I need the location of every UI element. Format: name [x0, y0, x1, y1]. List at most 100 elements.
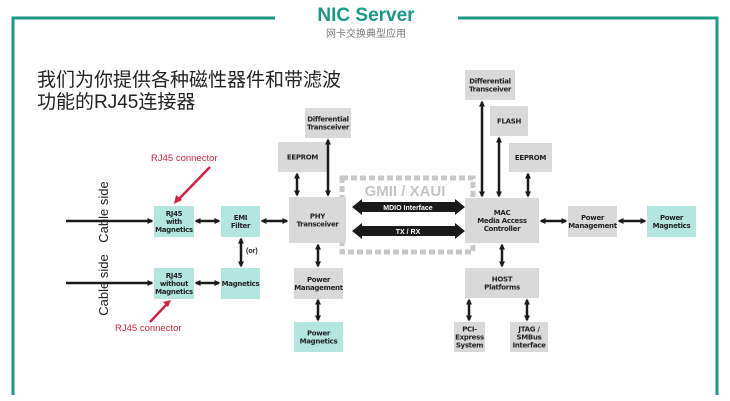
- frame: [11, 16, 719, 395]
- frame-right: [458, 16, 719, 395]
- differential-transceiver-left-label: Transceiver: [307, 124, 350, 132]
- boxes: RJ45withMagneticsEMIFilterRJ45withoutMag…: [154, 70, 696, 352]
- differential-transceiver-right-label: Differential: [469, 78, 511, 86]
- rj45-connector-bottom-label: RJ45 connector: [115, 323, 182, 334]
- frame-left: [11, 16, 275, 395]
- heading-line2: 功能的RJ45连接器: [37, 91, 195, 113]
- phy-transceiver-label: Transceiver: [296, 221, 339, 229]
- host-platforms-label: Platforms: [484, 284, 520, 292]
- emi-filter-rect: [221, 206, 260, 237]
- page-title: NIC Server: [317, 5, 415, 26]
- cable-side-top-label: Cable side: [96, 181, 111, 242]
- mdio-label: MDIO Interface: [383, 205, 433, 212]
- mac-controller-label: Media Access: [477, 217, 527, 225]
- host-platforms-rect: [465, 268, 539, 298]
- callout-arrows: [149, 166, 211, 323]
- mac-controller-label: Controller: [484, 225, 521, 233]
- rj45-with-magnetics-label: with: [166, 218, 182, 226]
- magnetics-label: Magnetics: [222, 280, 260, 288]
- mdio-bus-arrow: [352, 199, 465, 215]
- eeprom-left-box: EEPROM: [278, 142, 327, 172]
- cable-side-bottom-label: Cable side: [96, 254, 111, 315]
- power-management-right-label: Management: [568, 222, 617, 230]
- jtag-smbus-interface-label: JTAG /: [517, 326, 540, 334]
- magnetics-rect: [221, 268, 260, 299]
- power-management-left-rect: [294, 268, 343, 299]
- pci-express-system-label: System: [456, 342, 483, 350]
- callout-arrowhead-top: [174, 195, 182, 204]
- differential-transceiver-right-label: Transceiver: [469, 86, 512, 94]
- jtag-smbus-interface-label: SMBus: [517, 334, 542, 342]
- page-subtitle: 网卡交换典型应用: [326, 27, 406, 40]
- power-management-right-rect: [568, 206, 617, 237]
- emi-filter-label: EMI: [234, 214, 247, 222]
- power-magnetics-right-rect: [647, 206, 696, 237]
- host-platforms-label: HOST: [492, 276, 513, 284]
- magnetics-box: Magnetics: [221, 268, 260, 299]
- flash-box: FLASH: [490, 106, 528, 136]
- jtag-smbus-interface-rect: [510, 322, 548, 352]
- differential-transceiver-left-rect: [305, 108, 351, 138]
- emi-filter-label: Filter: [231, 222, 251, 230]
- rj45-with-magnetics-rect: [154, 206, 194, 237]
- pci-express-system-rect: [454, 322, 485, 352]
- power-management-right-label: Power: [581, 214, 605, 222]
- power-management-left-label: Power: [307, 276, 331, 284]
- arrows: [66, 100, 647, 322]
- differential-transceiver-left-label: Differential: [307, 116, 349, 124]
- differential-transceiver-right-rect: [465, 70, 515, 100]
- pci-express-system-label: Express: [455, 334, 484, 342]
- power-magnetics-left-label: Power: [307, 330, 331, 338]
- mac-controller-rect: [465, 198, 539, 243]
- bus-arrows: MDIO Interface TX / RX: [352, 199, 465, 239]
- rj45-without-magnetics-label: without: [160, 280, 189, 288]
- rj45-connector-top-label: RJ45 connector: [151, 153, 218, 164]
- eeprom-right-box: EEPROM: [509, 143, 552, 172]
- flash-rect: [490, 106, 528, 136]
- eeprom-left-rect: [278, 142, 327, 172]
- phy-transceiver-rect: [289, 197, 346, 243]
- mac-controller-label: MAC: [494, 209, 511, 217]
- rj45-without-magnetics-rect: [154, 268, 194, 299]
- txrx-label: TX / RX: [396, 229, 421, 236]
- power-magnetics-left-label: Magnetics: [300, 338, 338, 346]
- jtag-smbus-interface-label: Interface: [512, 342, 546, 350]
- rj45-without-magnetics-label: RJ45: [166, 272, 183, 280]
- heading-line1: 我们为你提供各种磁性器件和带滤波: [37, 69, 341, 91]
- flash-label: FLASH: [497, 118, 522, 126]
- rj45-without-magnetics-label: Magnetics: [155, 288, 193, 296]
- rj45-with-magnetics-label: Magnetics: [155, 226, 193, 234]
- eeprom-right-label: EEPROM: [515, 154, 547, 162]
- pci-express-system-label: PCI-: [462, 326, 477, 334]
- power-magnetics-right-label: Magnetics: [653, 222, 691, 230]
- or-label: (or): [246, 248, 258, 255]
- eeprom-right-rect: [509, 143, 552, 172]
- rj45-with-magnetics-label: RJ45: [166, 210, 183, 218]
- callout-arrow-bottom: [149, 302, 169, 323]
- callout-arrow-top: [177, 166, 211, 201]
- txrx-bus-arrow: [352, 223, 465, 239]
- callout-arrowhead-bottom: [163, 300, 171, 307]
- phy-transceiver-label: PHY: [310, 213, 326, 221]
- power-magnetics-left-rect: [294, 322, 343, 352]
- eeprom-left-label: EEPROM: [287, 154, 319, 162]
- gmii-xaui-label: GMII / XAUI: [365, 183, 446, 200]
- power-magnetics-right-label: Power: [660, 214, 684, 222]
- power-management-left-label: Management: [294, 284, 343, 292]
